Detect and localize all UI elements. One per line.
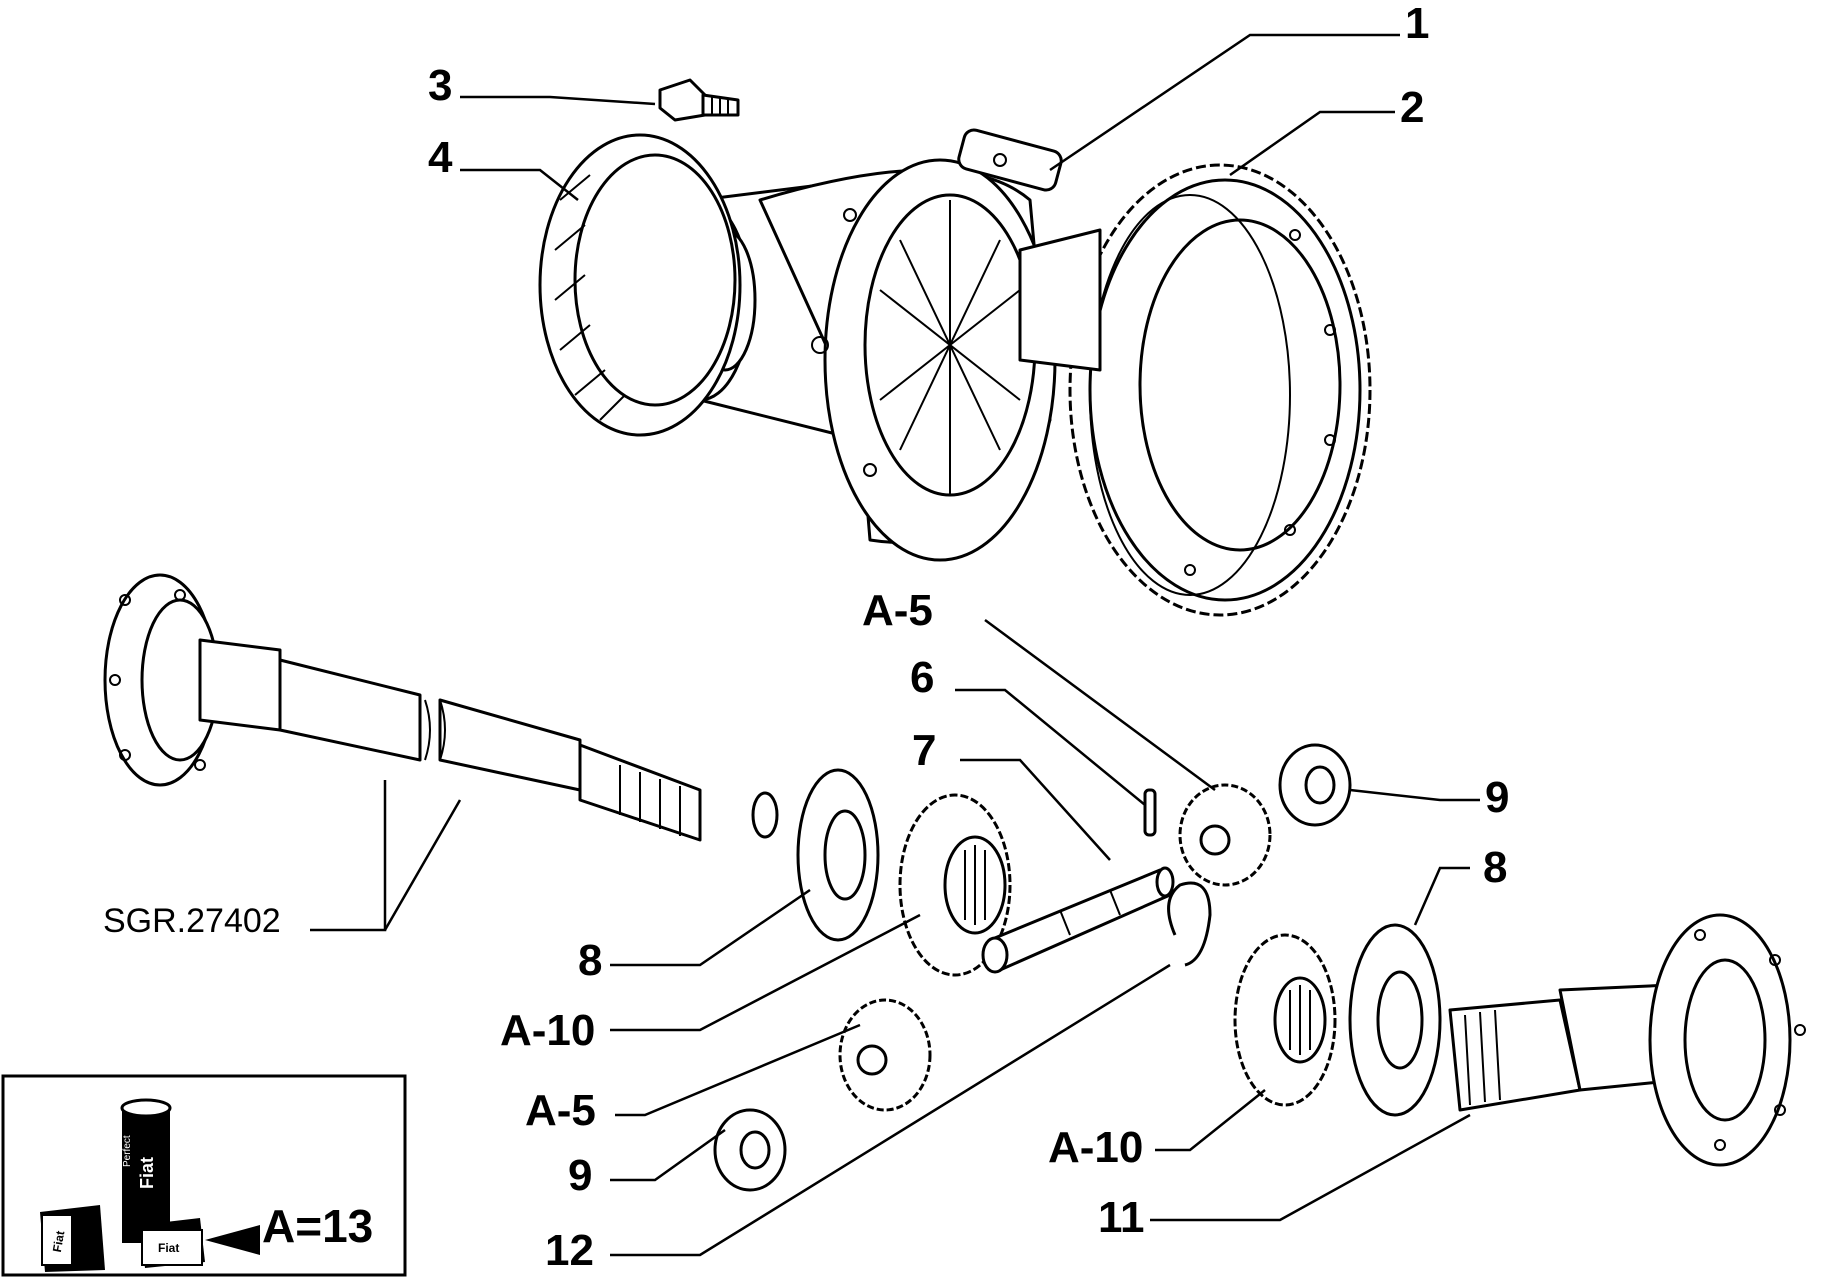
tube-prefix: Perfect (122, 1135, 133, 1167)
box-label-right: Fiat (158, 1241, 179, 1255)
left-axle-shaft (103, 573, 779, 842)
circlip (1167, 881, 1212, 967)
callout-12: 12 (545, 1226, 594, 1275)
leader-lines (310, 33, 1480, 1257)
callout-a10-right: A-10 (1048, 1123, 1143, 1172)
callout-a5-top: A-5 (862, 586, 933, 635)
callout-3: 3 (428, 61, 452, 110)
thrust-washer-8-right (1348, 923, 1442, 1117)
callout-a5-bottom: A-5 (525, 1086, 596, 1135)
roll-pin (1143, 788, 1157, 837)
bolt (658, 78, 740, 122)
callout-8-left: 8 (578, 936, 602, 985)
tube-brand: Fiat (137, 1157, 157, 1189)
side-gear-left (898, 793, 1012, 977)
callout-8-right: 8 (1483, 843, 1507, 892)
callout-6: 6 (910, 653, 934, 702)
inset-box: Perfect Fiat Fiat Fiat A=13 (1, 1074, 407, 1277)
speedometer-drive-gear (538, 133, 742, 437)
drawing-code: SGR.27402 (103, 902, 281, 940)
box-label-left: Fiat (50, 1230, 67, 1253)
ring-gear (1018, 163, 1372, 617)
callout-7: 7 (912, 726, 936, 775)
grease-tube-icon: Perfect Fiat (120, 1098, 172, 1243)
planet-gear-top (1178, 783, 1272, 887)
planet-gear-bottom (838, 998, 932, 1112)
right-axle-shaft (1448, 913, 1806, 1167)
callout-9-right: 9 (1485, 773, 1509, 822)
callout-1: 1 (1405, 0, 1429, 48)
callout-9-left: 9 (568, 1151, 592, 1200)
planet-pin (981, 866, 1175, 974)
callout-11: 11 (1098, 1193, 1145, 1242)
thrust-washer-8-left (796, 768, 880, 942)
callout-4: 4 (428, 133, 453, 182)
product-box-right-icon: Fiat (140, 1218, 205, 1268)
callout-labels: 1 2 3 4 A-5 6 7 9 8 8 A-10 A-5 9 A-10 11… (103, 0, 1509, 1275)
thrust-washer-9-top (1278, 743, 1352, 827)
product-box-left-icon: Fiat (40, 1205, 105, 1272)
callout-a10-left: A-10 (500, 1006, 595, 1055)
thrust-washer-9-bottom (713, 1108, 787, 1192)
inset-formula: A=13 (262, 1200, 373, 1252)
side-gear-right (1233, 933, 1337, 1107)
callout-2: 2 (1400, 83, 1424, 132)
arrow-icon (205, 1225, 260, 1255)
